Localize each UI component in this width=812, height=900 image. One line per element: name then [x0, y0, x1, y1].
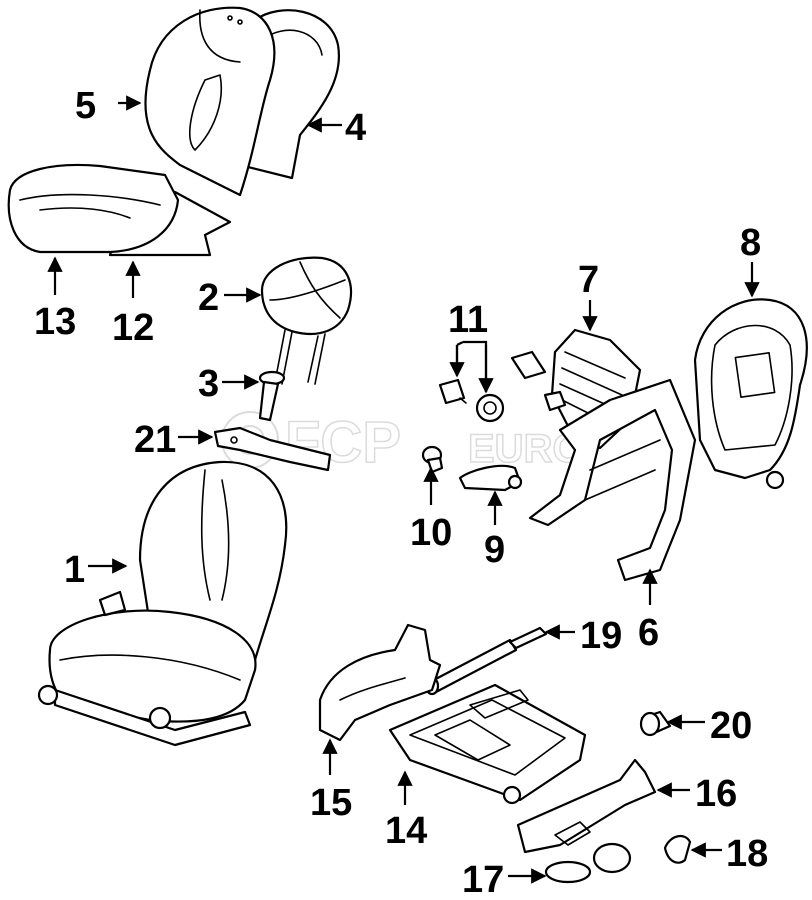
- part-13-cushion-cover: [7, 163, 180, 254]
- part-8-back-shell: [693, 298, 808, 490]
- callout-18: 18: [726, 833, 768, 875]
- callout-1: 1: [64, 549, 85, 591]
- part-19-gas-strut: [424, 626, 548, 696]
- part-20-cap: [639, 710, 672, 737]
- callout-labels: 5 4 13 12 2 3 21 1 7 8 11 10 9 6 19 15 1…: [34, 85, 768, 900]
- part-10-bolt: [421, 445, 444, 474]
- part-11-fasteners: [438, 378, 505, 423]
- part-6-back-frame: [528, 378, 697, 582]
- callout-21: 21: [134, 419, 176, 461]
- callout-20: 20: [710, 705, 752, 747]
- part-17-handle-loop: [544, 842, 632, 884]
- callout-4: 4: [345, 107, 366, 149]
- callout-19: 19: [580, 615, 622, 657]
- callout-15: 15: [310, 782, 352, 824]
- part-21-bracket: [213, 426, 332, 472]
- part-14-cushion-frame: [388, 683, 587, 805]
- part-16-side-shield: [516, 758, 657, 854]
- arrow-11-bracket: [455, 340, 488, 392]
- callout-17: 17: [462, 859, 504, 900]
- callout-5: 5: [75, 85, 96, 127]
- watermark: FCP EURO: [221, 409, 584, 476]
- callout-2: 2: [198, 277, 219, 319]
- callout-11: 11: [448, 299, 488, 341]
- part-5-back-cover: [144, 6, 276, 197]
- part-15-side-trim: [318, 623, 442, 742]
- callout-16: 16: [695, 773, 737, 815]
- callout-7: 7: [578, 259, 599, 301]
- callout-arrows: [47, 95, 760, 884]
- part-3-headrest-guide: [258, 370, 286, 422]
- callout-9: 9: [484, 529, 505, 571]
- callout-14: 14: [385, 810, 427, 852]
- callout-13: 13: [34, 301, 76, 343]
- callout-10: 10: [410, 512, 452, 554]
- callout-6: 6: [638, 612, 659, 654]
- callout-8: 8: [740, 222, 761, 264]
- part-2-headrest: [260, 256, 353, 385]
- callout-12: 12: [112, 307, 154, 349]
- part-1-complete-seat: [37, 460, 288, 747]
- part-18-clip: [663, 834, 692, 864]
- callout-3: 3: [198, 363, 219, 405]
- part-9-recliner-handle: [458, 464, 523, 492]
